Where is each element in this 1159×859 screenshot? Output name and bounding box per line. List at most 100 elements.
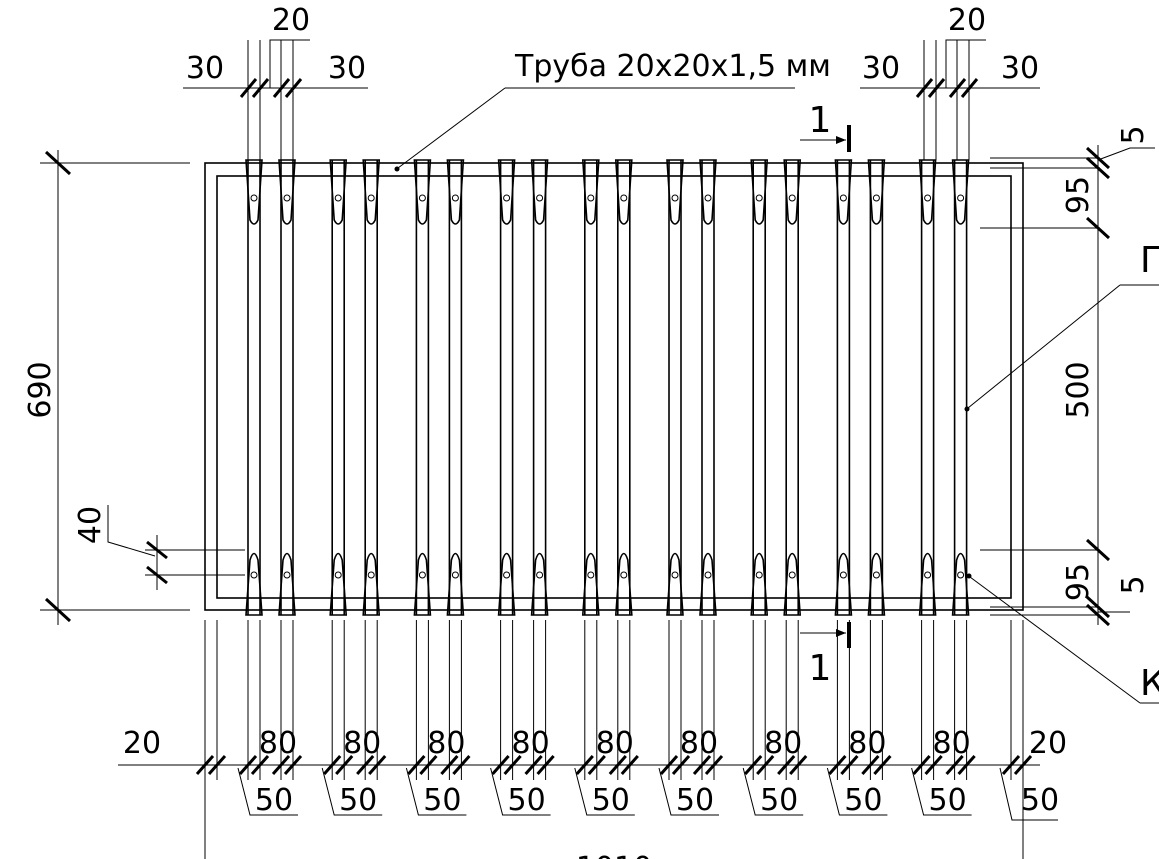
dim-tick bbox=[777, 755, 796, 775]
dim-leader-50 bbox=[237, 767, 298, 816]
dim-leader-50 bbox=[321, 767, 383, 816]
dim-leader-50 bbox=[911, 767, 972, 816]
dim-tick bbox=[238, 755, 258, 775]
bar-11 bbox=[666, 159, 684, 616]
dim-bottom-50: 50 bbox=[844, 783, 882, 818]
dim-bottom-80: 80 bbox=[933, 726, 971, 761]
dim-bottom-80: 80 bbox=[848, 726, 886, 761]
section-mark-top: 1 bbox=[800, 100, 851, 152]
dim-tick bbox=[335, 755, 354, 775]
dim-tick bbox=[271, 755, 291, 775]
dim-690-label: 690 bbox=[23, 361, 58, 418]
dim-bottom-50: 50 bbox=[929, 783, 967, 818]
dim-bottom-80: 80 bbox=[427, 726, 465, 761]
dim-bottom-50: 50 bbox=[339, 783, 377, 818]
dim-tick bbox=[692, 755, 712, 775]
dim-leader-50 bbox=[826, 767, 888, 816]
section-label-top: 1 bbox=[809, 100, 832, 141]
dim-overall-height: 690 bbox=[23, 150, 190, 625]
callout-p: П bbox=[964, 240, 1159, 412]
dim-tick bbox=[250, 755, 270, 775]
dim-top-right-30a: 30 bbox=[862, 51, 900, 86]
dim-bottom-overall: 1010 bbox=[576, 851, 652, 859]
dim-bottom-group: 20 20 1010 80508050805080508050805080508… bbox=[118, 620, 1067, 859]
dim-tick bbox=[207, 755, 227, 775]
dim-tick bbox=[440, 755, 459, 775]
dim-leader-50 bbox=[490, 767, 551, 816]
dim-leader-50 bbox=[658, 767, 719, 816]
dim-tick bbox=[861, 755, 880, 775]
dim-tick bbox=[536, 755, 555, 775]
section-label-bottom: 1 bbox=[809, 648, 832, 689]
dim-bottom-50-last: 50 bbox=[1021, 783, 1059, 818]
bar-14 bbox=[783, 159, 802, 616]
bar-15 bbox=[834, 159, 853, 616]
dim-bottom-80: 80 bbox=[596, 726, 634, 761]
bar-1 bbox=[245, 159, 263, 616]
dim-tick bbox=[1013, 755, 1033, 775]
dim-right-5-top: 5 bbox=[1116, 125, 1151, 144]
dim-tick bbox=[195, 755, 215, 775]
dim-bottom-50: 50 bbox=[423, 783, 461, 818]
dim-bottom-80: 80 bbox=[764, 726, 802, 761]
dim-leader-50-last bbox=[999, 767, 1058, 821]
dim-bar-offset: 40 bbox=[73, 505, 245, 590]
pipe-callout: Труба 20х20х1,5 мм bbox=[394, 49, 831, 172]
dim-bottom-50: 50 bbox=[255, 783, 293, 818]
dim-40-label: 40 bbox=[73, 506, 108, 544]
dim-leader-50 bbox=[405, 767, 467, 816]
bar-3 bbox=[329, 159, 348, 616]
dim-tick bbox=[924, 755, 943, 775]
bar-10 bbox=[614, 159, 633, 616]
bar-12 bbox=[699, 159, 717, 616]
bar-7 bbox=[497, 159, 516, 616]
dim-bottom-80: 80 bbox=[512, 726, 550, 761]
bar-9 bbox=[581, 159, 600, 616]
bars-group bbox=[245, 159, 970, 616]
bar-2 bbox=[278, 159, 296, 616]
bar-4 bbox=[362, 159, 381, 616]
dim-top-left-group: 30 20 30 bbox=[183, 3, 368, 160]
dim-tick bbox=[503, 755, 522, 775]
dim-tick bbox=[524, 755, 543, 775]
dim-top-left-30a: 30 bbox=[186, 51, 224, 86]
dim-tick bbox=[789, 755, 808, 775]
dim-tick bbox=[704, 755, 724, 775]
dim-bottom-80: 80 bbox=[343, 726, 381, 761]
dim-tick bbox=[368, 755, 387, 775]
dim-bottom-50: 50 bbox=[676, 783, 714, 818]
dim-tick bbox=[491, 755, 510, 775]
frame-outer bbox=[204, 162, 1024, 611]
dim-top-left-20: 20 bbox=[272, 3, 310, 38]
dim-tick bbox=[452, 755, 471, 775]
dim-top-right-20: 20 bbox=[948, 3, 986, 38]
dim-tick bbox=[957, 755, 976, 775]
bar-16 bbox=[867, 159, 886, 616]
dim-leader-50 bbox=[574, 767, 635, 816]
dim-tick bbox=[912, 755, 931, 775]
dim-top-left-30b: 30 bbox=[328, 51, 366, 86]
dim-tick bbox=[1001, 755, 1021, 775]
dim-tick bbox=[873, 755, 892, 775]
frame-inner bbox=[216, 175, 1012, 599]
bar-18 bbox=[951, 159, 970, 616]
dim-tick bbox=[671, 755, 691, 775]
dim-right-group: 5 95 500 95 5 bbox=[980, 125, 1155, 627]
bar-17 bbox=[918, 159, 937, 616]
dim-tick bbox=[659, 755, 679, 775]
dim-tick bbox=[608, 755, 627, 775]
dim-tick bbox=[945, 755, 964, 775]
bar-13 bbox=[750, 159, 769, 616]
bar-6 bbox=[446, 159, 465, 616]
dim-tick bbox=[620, 755, 639, 775]
bar-8 bbox=[530, 159, 549, 616]
dim-right-95-bottom: 95 bbox=[1061, 563, 1096, 601]
dim-bottom-80: 80 bbox=[259, 726, 297, 761]
callout-k: К bbox=[966, 573, 1159, 704]
dim-leader-50 bbox=[742, 767, 804, 816]
dim-right-500: 500 bbox=[1061, 361, 1096, 418]
dim-tick bbox=[407, 755, 426, 775]
dim-top-right-group: 30 20 30 bbox=[860, 3, 1040, 160]
dim-bottom-50: 50 bbox=[508, 783, 546, 818]
dim-tick bbox=[756, 755, 775, 775]
